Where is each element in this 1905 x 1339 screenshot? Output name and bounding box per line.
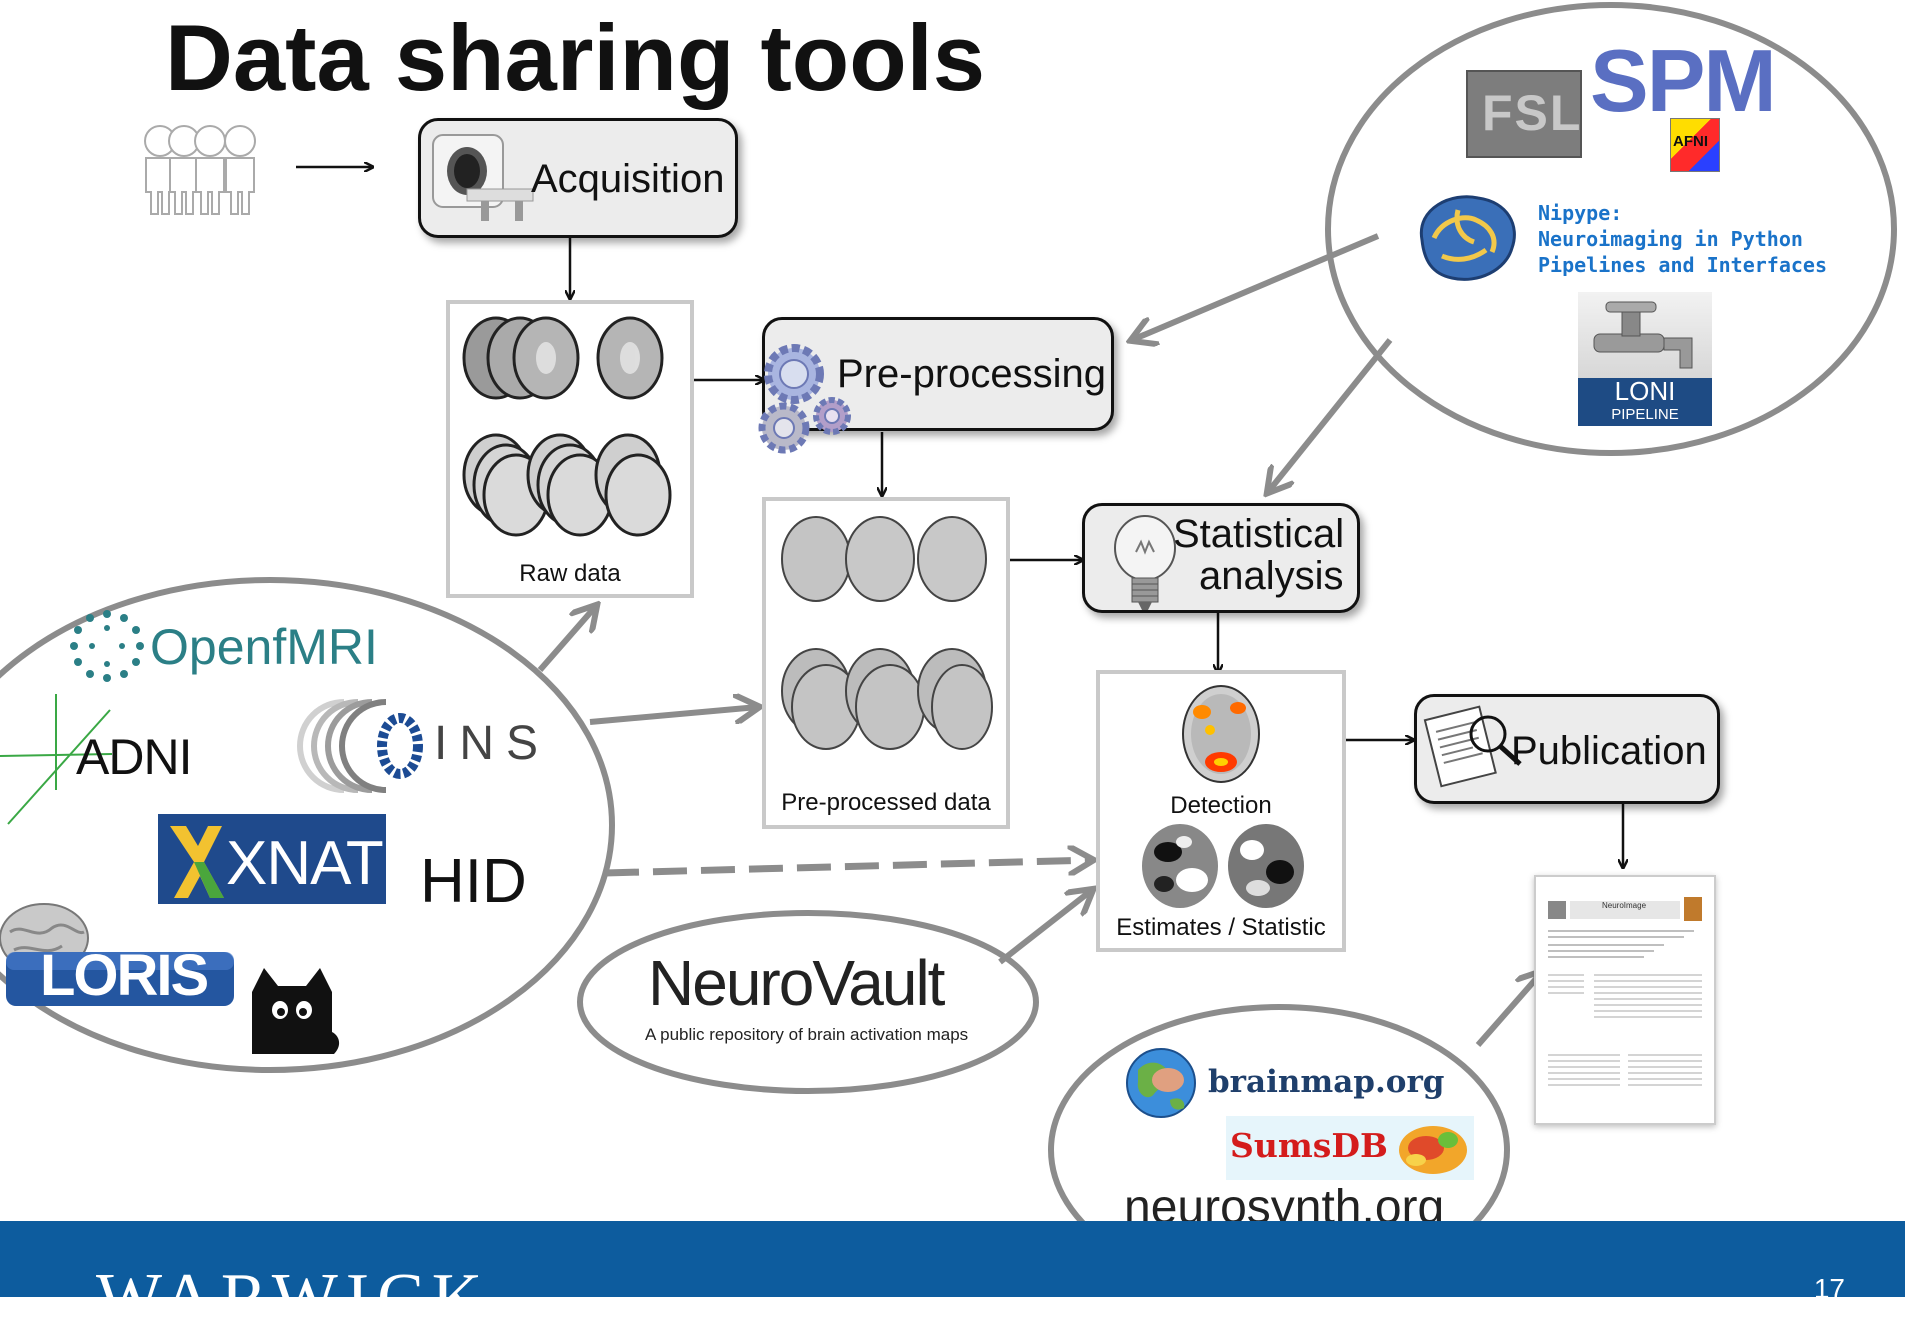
repositories-to-raw-arrow [537, 606, 596, 672]
lightbulb-icon [1114, 515, 1176, 610]
loris-brain-icon [0, 903, 234, 1006]
xnat-logo: XNAT [158, 814, 386, 904]
preprocessing-label: Pre-processing [837, 352, 1107, 396]
afni-text: AFNI [1673, 133, 1708, 150]
xnat-text: XNAT [226, 829, 384, 898]
paper-content [1548, 897, 1702, 1086]
preprocessing-box: Pre-processing [762, 317, 1114, 431]
statistical-label-line1: Statistical [1173, 512, 1345, 556]
coins-icon [297, 699, 423, 793]
preprocessed-brain-slices [781, 516, 993, 750]
brainmap-globe-icon [1126, 1048, 1196, 1118]
neurovault-to-results-arrow [998, 890, 1092, 965]
slide-title: Data sharing tools [165, 5, 986, 110]
sumsdb-text: SumsDB [1230, 1126, 1388, 1165]
nipype-subtitle-2: Pipelines and Interfaces [1538, 253, 1827, 277]
paper-thumbnail: NeuroImage [1534, 875, 1716, 1125]
preprocessed-data-panel: Pre-processed data [762, 497, 1010, 829]
sumsdb-brain-icon [1399, 1126, 1467, 1174]
loni-banner [1578, 378, 1712, 426]
software-to-preprocessing-arrow [1132, 233, 1380, 340]
acquisition-label: Acquisition [531, 157, 725, 201]
mri-scanner-icon [432, 134, 534, 221]
detection-brain-map [1182, 685, 1260, 783]
nipype-text: Nipype: Neuroimaging in Python Pipelines… [1538, 200, 1827, 278]
openfmri-icon [70, 610, 144, 682]
preprocessed-data-caption: Pre-processed data [781, 789, 991, 816]
publication-label: Publication [1511, 729, 1707, 773]
subjects-icon [144, 125, 256, 215]
footer-bar: WARWICK 17 [0, 1221, 1905, 1337]
repositories-to-results-arrow [604, 860, 1092, 877]
estimates-caption: Estimates / Statistic [1116, 914, 1326, 941]
statistical-label-line2: analysis [1199, 554, 1344, 598]
detection-caption: Detection [1170, 792, 1272, 819]
adni-text: ADNI [76, 729, 192, 785]
paper-journal-name: NeuroImage [1602, 901, 1647, 910]
nipype-title: Nipype: [1538, 201, 1623, 225]
results-panel: Detection Estimates / Statistic [1096, 670, 1346, 952]
diagram-connectors [0, 2, 1897, 1296]
neurovault-name: NeuroVault [648, 947, 945, 1019]
nipype-subtitle-1: Neuroimaging in Python [1538, 227, 1803, 251]
metadb-to-paper-arrow [1475, 972, 1542, 1047]
loni-pipeline-logo: LONI PIPELINE [1578, 292, 1712, 426]
neurovault-ellipse [577, 910, 1039, 1094]
coins-text: INS [434, 717, 551, 770]
fsl-text: FSL [1482, 85, 1583, 141]
spm-logo: SPM [1590, 31, 1777, 130]
warwick-logo-text: WARWICK [96, 1260, 491, 1337]
cat-logo-icon [252, 968, 340, 1054]
xnat-icon [170, 826, 224, 898]
repositories-to-preprocessed-arrow [589, 707, 758, 725]
document-magnifier-icon [1423, 705, 1522, 788]
gears-icon [758, 344, 851, 454]
afni-logo: AFNI [1670, 118, 1720, 172]
sumsdb-logo: SumsDB [1226, 1116, 1474, 1180]
loni-text: LONI [1614, 376, 1676, 406]
raw-brain-slices [462, 316, 672, 537]
adni-lines-icon [0, 694, 113, 825]
neurovault-tagline: A public repository of brain activation … [645, 1025, 969, 1044]
software-to-statistics-arrow [1268, 338, 1393, 492]
hid-text: HID [420, 847, 527, 916]
fsl-logo: FSL [1466, 70, 1582, 158]
software-ellipse [1325, 2, 1897, 456]
raw-data-panel: Raw data [446, 300, 694, 598]
estimate-brain-maps [1142, 824, 1304, 908]
repositories-ellipse [0, 577, 615, 1073]
faucet-icon [1593, 301, 1693, 369]
raw-data-caption: Raw data [519, 560, 621, 587]
pipeline-text: PIPELINE [1611, 406, 1679, 423]
page-number: 17 [1813, 1273, 1845, 1304]
openfmri-text: OpenfMRI [150, 619, 378, 675]
brainmap-text: brainmap.org [1208, 1064, 1445, 1100]
loris-text: LORIS [40, 943, 209, 1008]
nipype-brain-icon [1419, 195, 1516, 281]
acquisition-box: Acquisition [418, 118, 738, 238]
